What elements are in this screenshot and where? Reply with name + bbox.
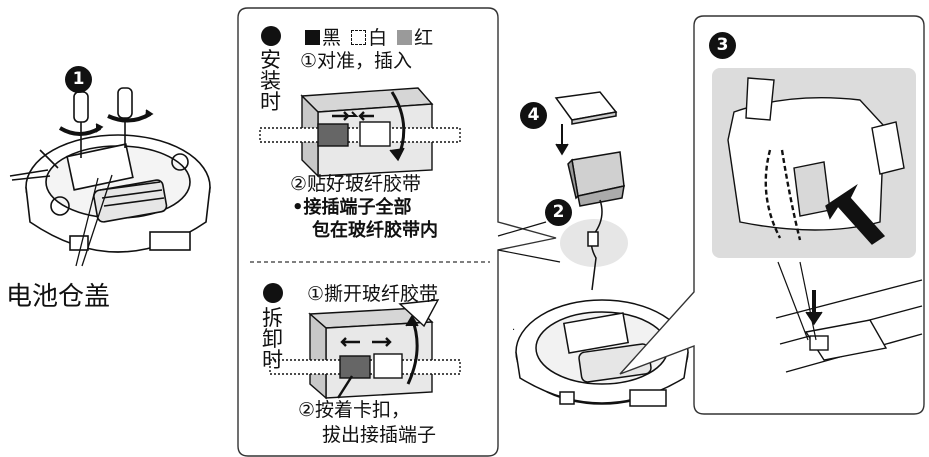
white-swatch <box>351 30 367 45</box>
install-connector-illustration <box>259 87 461 178</box>
remove-step-2-line-2: 拔出接插端子 <box>322 424 437 446</box>
black-swatch <box>305 30 320 45</box>
step-1-marker: 1 <box>65 66 92 93</box>
step-3-marker: 3 <box>709 32 736 59</box>
remove-bullet <box>263 283 283 303</box>
step-2-marker: 2 <box>545 199 572 226</box>
legend-black: 黑 <box>322 27 342 49</box>
install-note-line-1: •接插端子全部 <box>292 197 412 218</box>
remove-step-2-line-1: ②按着卡扣， <box>298 399 411 421</box>
legend-white: 白 <box>368 27 388 49</box>
remove-connector-illustration <box>269 299 461 400</box>
install-bullet <box>261 26 281 46</box>
install-step-2: ②贴好玻纤胶带 <box>290 173 422 195</box>
detail-closeup-illustration <box>727 77 923 373</box>
install-step-1: ①对准，插入 <box>300 50 413 72</box>
legend-red: 红 <box>414 27 434 49</box>
color-legend: 黑 白 红 <box>305 29 433 48</box>
remove-heading: 拆卸时 <box>262 306 283 372</box>
step-4-marker: 4 <box>520 102 547 129</box>
small-dot: . <box>512 322 515 333</box>
robot-left-illustration <box>9 87 211 267</box>
install-heading: 安装时 <box>260 48 281 114</box>
battery-cover-label: 电池仓盖 <box>6 282 111 312</box>
red-swatch <box>397 30 413 45</box>
install-note-line-2: 包在玻纤胶带内 <box>312 220 438 241</box>
remove-step-1: ①撕开玻纤胶带 <box>307 283 439 305</box>
